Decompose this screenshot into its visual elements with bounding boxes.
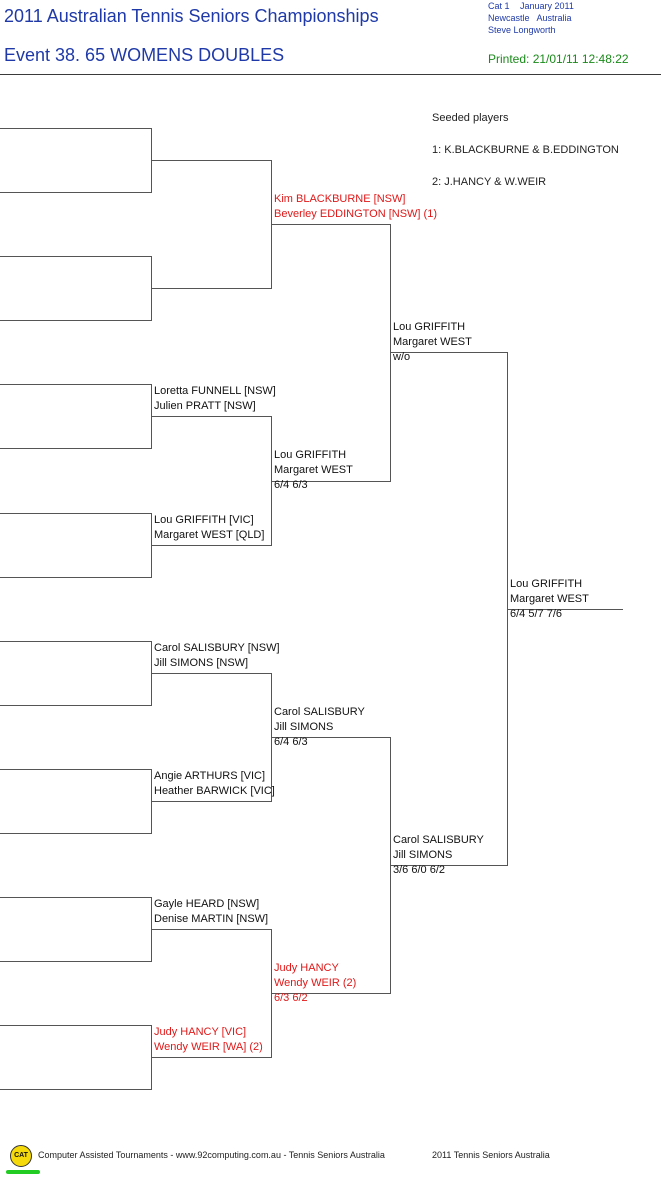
r3-1-player-2: Beverley EDDINGTON [NSW] (1) (274, 208, 437, 220)
r2-3-player-1: Carol SALISBURY [NSW] (154, 642, 280, 654)
r2-match-2: Lou GRIFFITH [VIC] Margaret WEST [QLD] (154, 513, 264, 543)
final-player-2: Margaret WEST (510, 593, 589, 605)
r2-5-player-2: Denise MARTIN [NSW] (154, 913, 269, 925)
final-player-1: Lou GRIFFITH (510, 578, 583, 590)
semi-2-player-2: Jill SIMONS (393, 849, 453, 861)
footer-copyright: 2011 Tennis Seniors Australia (432, 1150, 550, 1160)
location-label: Newcastle Australia (488, 13, 572, 23)
r2-1-player-2: Julien PRATT [NSW] (154, 400, 256, 412)
r2-4-player-2: Heather BARWICK [VIC] (154, 785, 275, 797)
seed-1: 1: K.BLACKBURNE & B.EDDINGTON (432, 144, 619, 156)
r2-match-3: Carol SALISBURY [NSW] Jill SIMONS [NSW] (154, 641, 280, 671)
r2-match-5: Gayle HEARD [NSW] Denise MARTIN [NSW] (154, 897, 268, 927)
r2-2-player-1: Lou GRIFFITH [VIC] (154, 514, 254, 526)
r3-3-player-2: Jill SIMONS (274, 721, 334, 733)
r2-6-player-2: Wendy WEIR [WA] (2) (154, 1041, 263, 1053)
semi-2-player-1: Carol SALISBURY (393, 834, 484, 846)
printed-timestamp: Printed: 21/01/11 12:48:22 (488, 52, 629, 66)
footer-credit: Computer Assisted Tournaments - www.92co… (38, 1150, 385, 1160)
r3-2-score: 6/4 6/3 (274, 479, 308, 491)
r3-match-3: Carol SALISBURY Jill SIMONS 6/4 6/3 (274, 705, 365, 750)
r3-2-player-2: Margaret WEST (274, 464, 353, 476)
semi-match-2: Carol SALISBURY Jill SIMONS 3/6 6/0 6/2 (393, 833, 484, 878)
header-divider (0, 74, 661, 75)
r2-1-player-1: Loretta FUNNELL [NSW] (154, 385, 276, 397)
seed-2: 2: J.HANCY & W.WEIR (432, 176, 547, 188)
r3-4-player-2: Wendy WEIR (2) (274, 977, 357, 989)
semi-2-score: 3/6 6/0 6/2 (393, 864, 445, 876)
r3-match-4: Judy HANCY Wendy WEIR (2) 6/3 6/2 (274, 961, 356, 1006)
referee-label: Steve Longworth (488, 25, 556, 35)
r2-6-player-1: Judy HANCY [VIC] (154, 1026, 247, 1038)
final-match: Lou GRIFFITH Margaret WEST 6/4 5/7 7/6 (510, 577, 589, 622)
r3-3-score: 6/4 6/3 (274, 736, 308, 748)
semi-1-score: w/o (393, 351, 411, 363)
r2-5-player-1: Gayle HEARD [NSW] (154, 898, 260, 910)
semi-match-1: Lou GRIFFITH Margaret WEST w/o (393, 320, 472, 365)
cat-logo: CAT (10, 1145, 32, 1167)
date-label: January 2011 (520, 1, 574, 11)
r2-2-player-2: Margaret WEST [QLD] (154, 529, 265, 541)
r2-match-1: Loretta FUNNELL [NSW] Julien PRATT [NSW] (154, 384, 276, 414)
tournament-title: 2011 Australian Tennis Seniors Champions… (4, 6, 379, 26)
r3-4-score: 6/3 6/2 (274, 992, 308, 1004)
r3-2-player-1: Lou GRIFFITH (274, 449, 347, 461)
cat-logo-underline (6, 1170, 40, 1174)
r2-3-player-2: Jill SIMONS [NSW] (154, 657, 249, 669)
seeded-heading: Seeded players (432, 112, 509, 124)
r3-1-player-1: Kim BLACKBURNE [NSW] (274, 193, 406, 205)
r2-match-4: Angie ARTHURS [VIC] Heather BARWICK [VIC… (154, 769, 275, 799)
r3-4-player-1: Judy HANCY (274, 962, 339, 974)
category-label: Cat 1 (488, 1, 510, 11)
r2-match-6: Judy HANCY [VIC] Wendy WEIR [WA] (2) (154, 1025, 263, 1055)
r2-4-player-1: Angie ARTHURS [VIC] (154, 770, 266, 782)
r3-3-player-1: Carol SALISBURY (274, 706, 365, 718)
semi-1-player-1: Lou GRIFFITH (393, 321, 466, 333)
r3-match-2: Lou GRIFFITH Margaret WEST 6/4 6/3 (274, 448, 353, 493)
r3-match-1: Kim BLACKBURNE [NSW] Beverley EDDINGTON … (274, 192, 437, 222)
semi-1-player-2: Margaret WEST (393, 336, 472, 348)
final-score: 6/4 5/7 7/6 (510, 608, 562, 620)
event-title: Event 38. 65 WOMENS DOUBLES (4, 45, 285, 65)
